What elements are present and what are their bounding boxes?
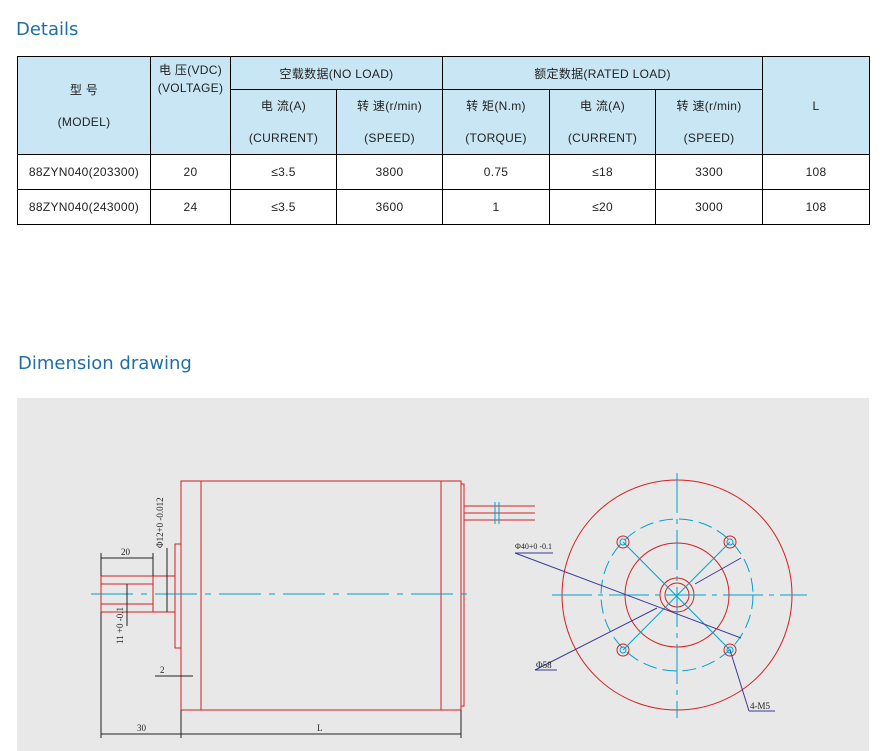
cell-torque: 0.75 <box>442 154 550 190</box>
cell-torque: 1 <box>442 189 550 225</box>
cell-rl-current: ≤20 <box>549 189 656 225</box>
phi58-leader <box>534 607 658 671</box>
nl-speed-header: 转 速(r/min) (SPEED) <box>336 89 443 155</box>
dim-shaft-label: Φ12+0 -0.012 <box>155 497 165 548</box>
details-title: Details <box>16 19 79 40</box>
nl-current-en: (CURRENT) <box>248 131 319 145</box>
nl-speed-cn: 转 速(r/min) <box>357 99 422 113</box>
cell-voltage: 24 <box>150 189 231 225</box>
cell-nl-current: ≤3.5 <box>230 154 337 190</box>
rl-torque-en: (TORQUE) <box>465 131 527 145</box>
rl-speed-header: 转 速(r/min) (SPEED) <box>654 89 764 155</box>
cell-model: 88ZYN040(203300) <box>17 154 151 190</box>
mount-hole-tr-inner <box>726 538 734 546</box>
mount-hole-tl-inner <box>619 538 627 546</box>
model-header-cn: 型 号 <box>69 82 99 97</box>
cell-voltage: 20 <box>150 154 231 190</box>
voltage-header-en: (VOLTAGE) <box>157 81 224 95</box>
cell-nl-current: ≤3.5 <box>230 189 337 225</box>
rl-torque-cn: 转 矩(N.m) <box>466 99 526 113</box>
voltage-header-cn: 电 压(VDC) <box>158 63 223 77</box>
front-view <box>514 473 807 718</box>
dim-2-label: 2 <box>160 665 165 675</box>
cell-length: 108 <box>762 189 871 225</box>
nl-current-header: 电 流(A) (CURRENT) <box>230 89 337 155</box>
nl-current-cn: 电 流(A) <box>260 99 307 113</box>
table-row: 88ZYN040(203300) 20 ≤3.5 3800 0.75 ≤18 3… <box>17 154 871 190</box>
rl-torque-header: 转 矩(N.m) (TORQUE) <box>442 89 550 155</box>
cell-rl-speed: 3300 <box>654 154 764 190</box>
holes-leader <box>729 649 750 712</box>
dim-flat-label: 11 +0 -0.1 <box>115 607 125 644</box>
dimension-drawing: 20 Φ12+0 -0.012 11 +0 -0.1 2 30 L <box>17 398 869 751</box>
cell-length: 108 <box>762 154 871 190</box>
dim-20-label: 20 <box>121 547 131 557</box>
dim-L-label: L <box>317 723 323 733</box>
phi58-leader-2 <box>694 557 742 585</box>
side-view <box>91 480 535 738</box>
dimension-title: Dimension drawing <box>18 353 192 374</box>
spec-table: 型 号 (MODEL) 电 压(VDC) (VOLTAGE) 空载数据(NO L… <box>17 56 871 225</box>
rl-current-en: (CURRENT) <box>567 131 638 145</box>
motor-body-outline <box>180 480 462 711</box>
table-row: 88ZYN040(243000) 24 ≤3.5 3600 1 ≤20 3000… <box>17 189 871 225</box>
dim-phi40-label: Φ40+0 -0.1 <box>515 542 552 551</box>
mount-hole-bl-inner <box>619 646 627 654</box>
model-header-en: (MODEL) <box>57 114 111 129</box>
cell-nl-speed: 3800 <box>336 154 443 190</box>
dim-holes-label: 4-M5 <box>750 701 770 711</box>
mount-hole-tl <box>616 535 630 549</box>
rl-speed-en: (SPEED) <box>683 131 735 145</box>
rl-current-header: 电 流(A) (CURRENT) <box>549 89 656 155</box>
rl-current-cn: 电 流(A) <box>579 99 626 113</box>
mount-hole-tr <box>723 535 737 549</box>
no-load-header: 空载数据(NO LOAD) <box>230 56 443 90</box>
rated-load-header: 额定数据(RATED LOAD) <box>441 56 764 90</box>
table-header: 型 号 (MODEL) 电 压(VDC) (VOLTAGE) 空载数据(NO L… <box>17 56 871 155</box>
model-header: 型 号 (MODEL) <box>17 56 151 155</box>
mount-hole-br <box>723 643 737 657</box>
length-header: L <box>762 56 871 155</box>
nl-speed-en: (SPEED) <box>364 131 415 145</box>
phi40-leader <box>514 552 742 639</box>
cell-model: 88ZYN040(243000) <box>17 189 151 225</box>
mount-hole-bl <box>616 643 630 657</box>
rl-speed-cn: 转 速(r/min) <box>676 99 742 113</box>
dim-phi58-label: Φ58 <box>536 660 552 670</box>
dim-30-label: 30 <box>137 723 147 733</box>
mount-hole-br-inner <box>726 646 734 654</box>
rear-cap <box>460 483 465 707</box>
cell-rl-speed: 3000 <box>654 189 764 225</box>
cell-rl-current: ≤18 <box>549 154 656 190</box>
front-flange <box>174 543 182 649</box>
cell-nl-speed: 3600 <box>336 189 443 225</box>
drawing-svg: 20 Φ12+0 -0.012 11 +0 -0.1 2 30 L <box>91 473 807 738</box>
diag-2 <box>622 541 731 651</box>
voltage-header: 电 压(VDC) (VOLTAGE) <box>150 56 231 155</box>
